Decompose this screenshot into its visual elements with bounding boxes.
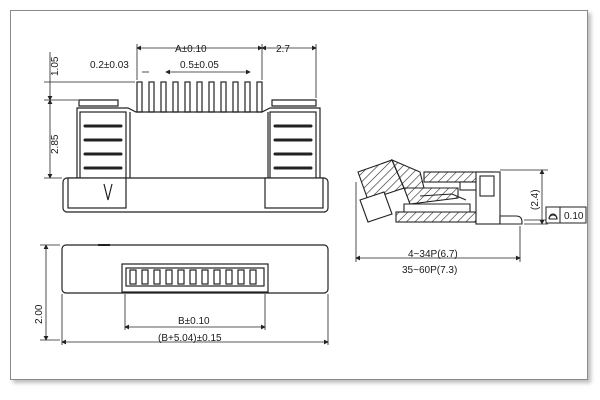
- bottom-view-dimensions: [40, 244, 329, 345]
- flatness-callout: [545, 206, 587, 224]
- dim-len-small: 4~34P(6.7): [408, 249, 458, 260]
- dim-pitch: 0.5±0.05: [180, 60, 219, 71]
- dim-a: A±0.10: [175, 44, 207, 55]
- housing-front: [62, 177, 329, 213]
- solder-lead: [499, 215, 523, 225]
- polarity-mark-icon: [103, 183, 113, 201]
- dim-pin-width: 0.2±0.03: [90, 60, 129, 71]
- dim-total-width: (B+5.04)±0.15: [158, 333, 222, 344]
- right-latch: [269, 99, 317, 179]
- left-latch: [78, 99, 127, 179]
- side-view: [357, 158, 523, 225]
- dim-len-large: 35~60P(7.3): [402, 265, 457, 276]
- dim-height-top: 1.05: [50, 56, 61, 76]
- flatness-value: 0.10: [564, 211, 584, 222]
- top-view-dimensions: [44, 44, 317, 179]
- dim-side-height: (2.4): [530, 189, 541, 210]
- dim-b: B±0.10: [178, 316, 210, 327]
- housing-section-bottom: [395, 211, 477, 223]
- contact-pins: [136, 81, 263, 113]
- bottom-contacts: [129, 269, 257, 285]
- bottom-view: [61, 244, 329, 294]
- dim-right: 2.7: [276, 44, 290, 55]
- dim-depth: 2.00: [34, 304, 45, 324]
- side-view-dimensions: [355, 169, 548, 262]
- top-view: [62, 81, 329, 213]
- dim-height-body: 2.85: [50, 134, 61, 154]
